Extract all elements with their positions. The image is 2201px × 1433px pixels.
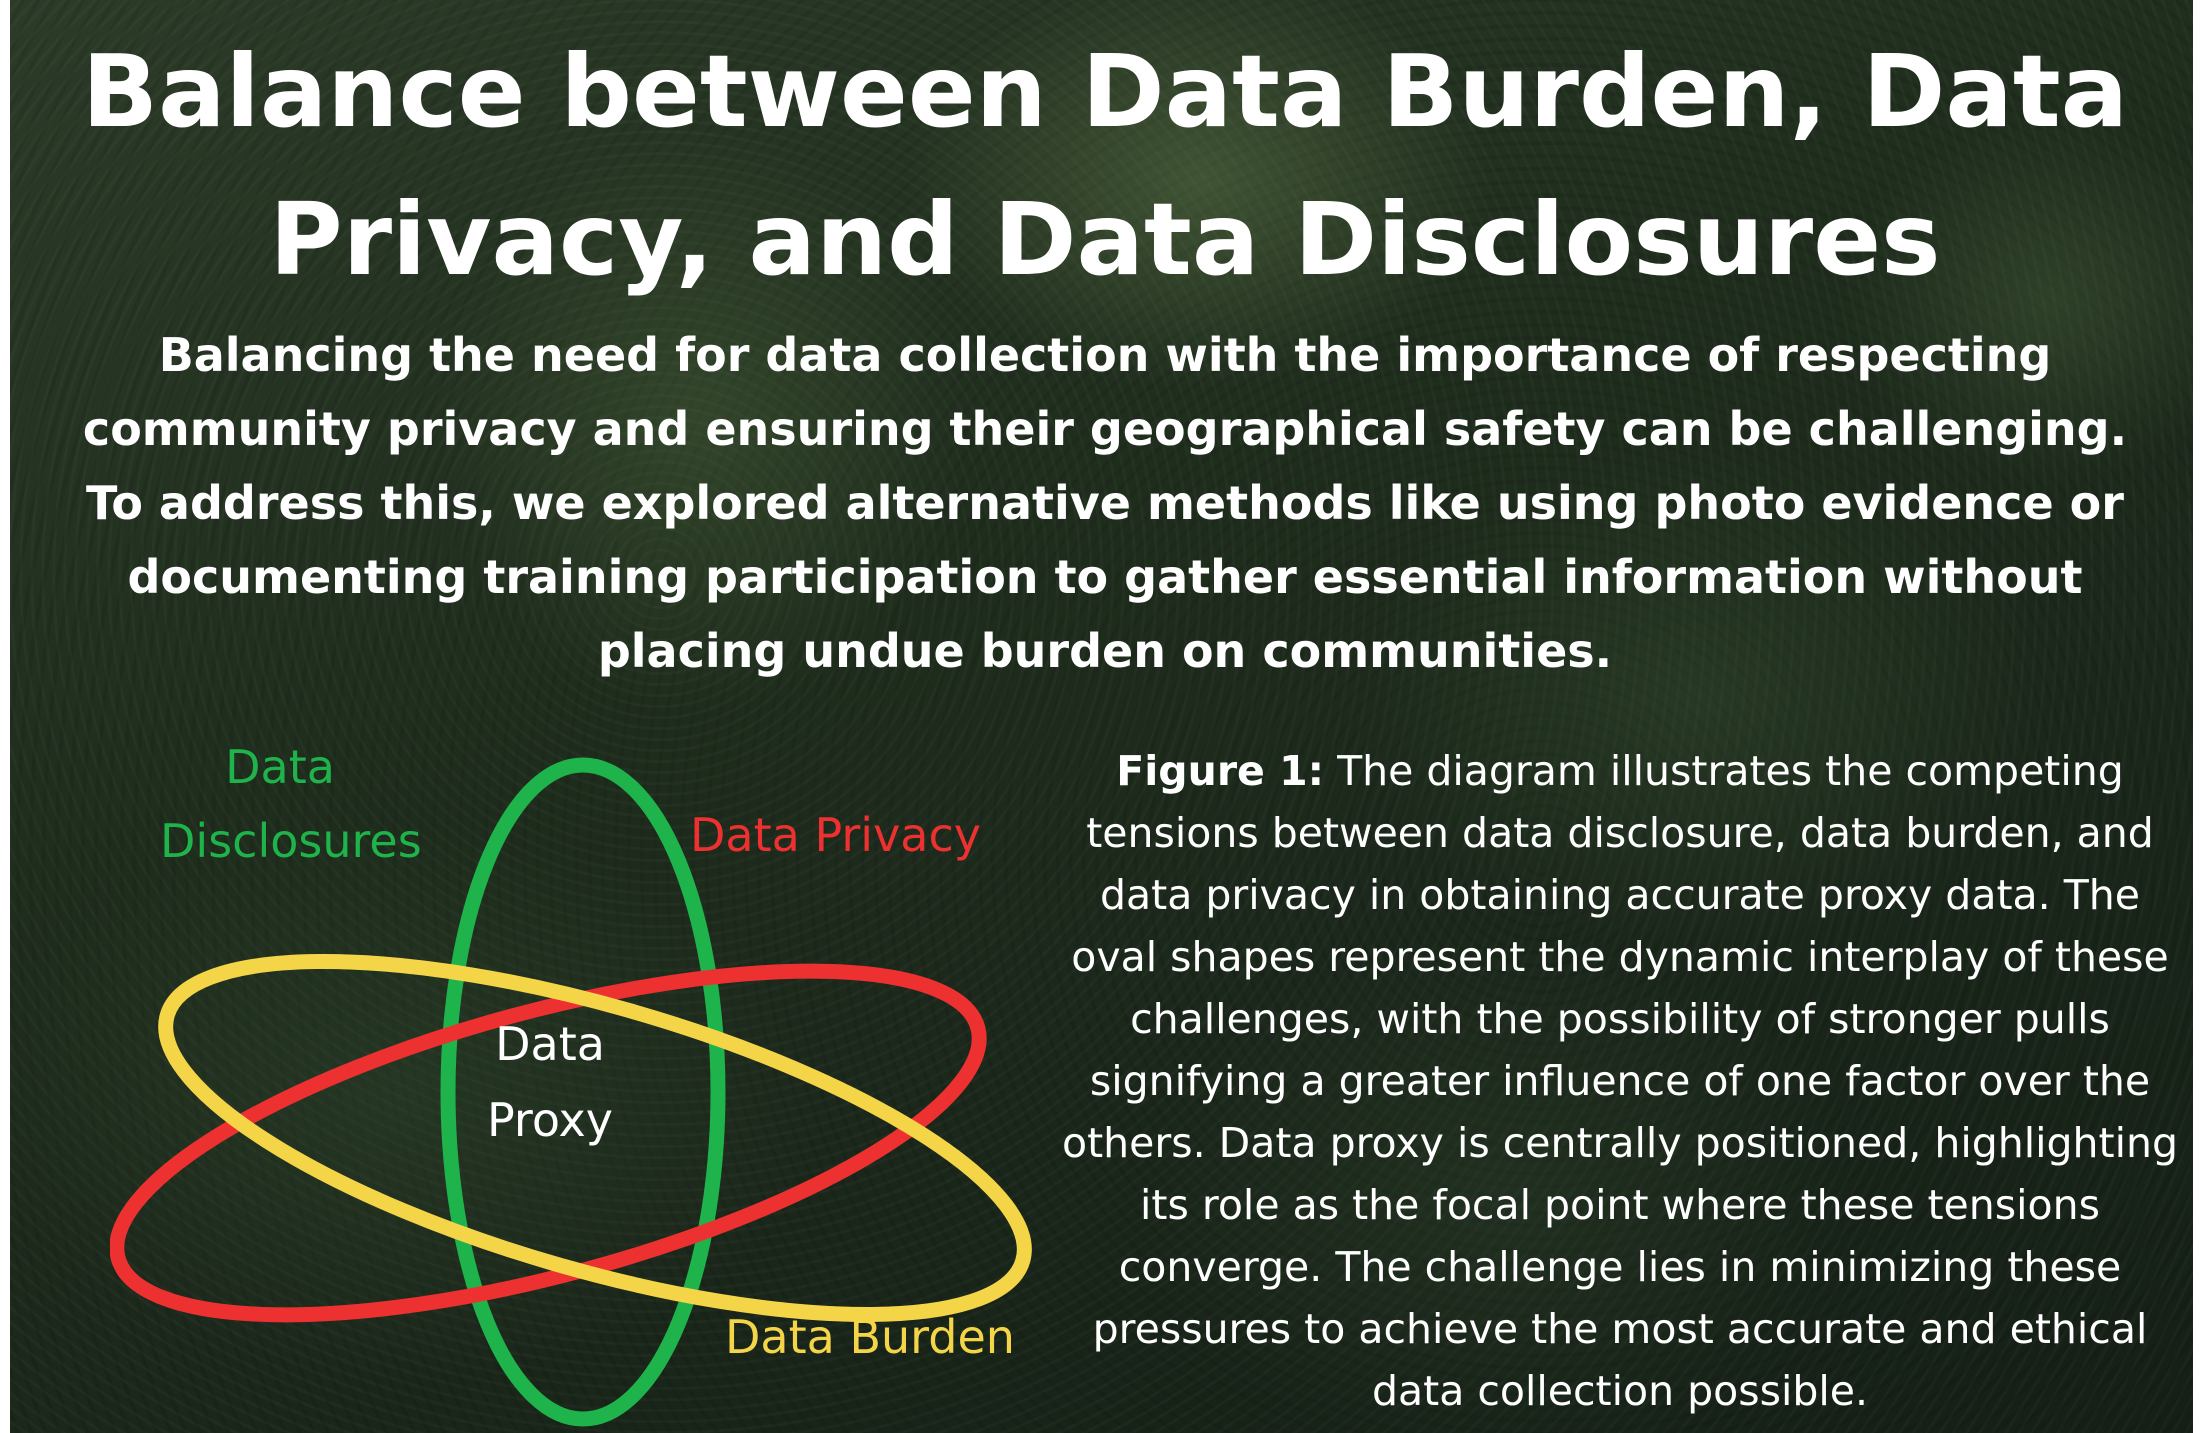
venn-diagram: Data Disclosures Data Privacy Data Burde… [110, 730, 1070, 1430]
proxy-label: Data Proxy [486, 1017, 613, 1147]
right-border [2193, 0, 2201, 1433]
burden-label: Data Burden [725, 1310, 1015, 1364]
burden-oval [158, 954, 1032, 1322]
figure-label: Figure 1: [1116, 747, 1325, 795]
left-border [0, 0, 10, 1433]
disclosures-label: Data Disclosures [160, 740, 422, 868]
oval-diagram-svg [110, 757, 1032, 1427]
page-title: Balance between Data Burden, Data Privac… [81, 33, 2129, 298]
caption-text: The diagram illustrates the competing te… [1062, 747, 2178, 1415]
privacy-label: Data Privacy [690, 808, 982, 862]
subtitle: Balancing the need for data collection w… [82, 328, 2128, 678]
disclosures-oval [440, 757, 726, 1427]
figure-caption: Figure 1: The diagram illustrates the co… [1060, 740, 2180, 1422]
